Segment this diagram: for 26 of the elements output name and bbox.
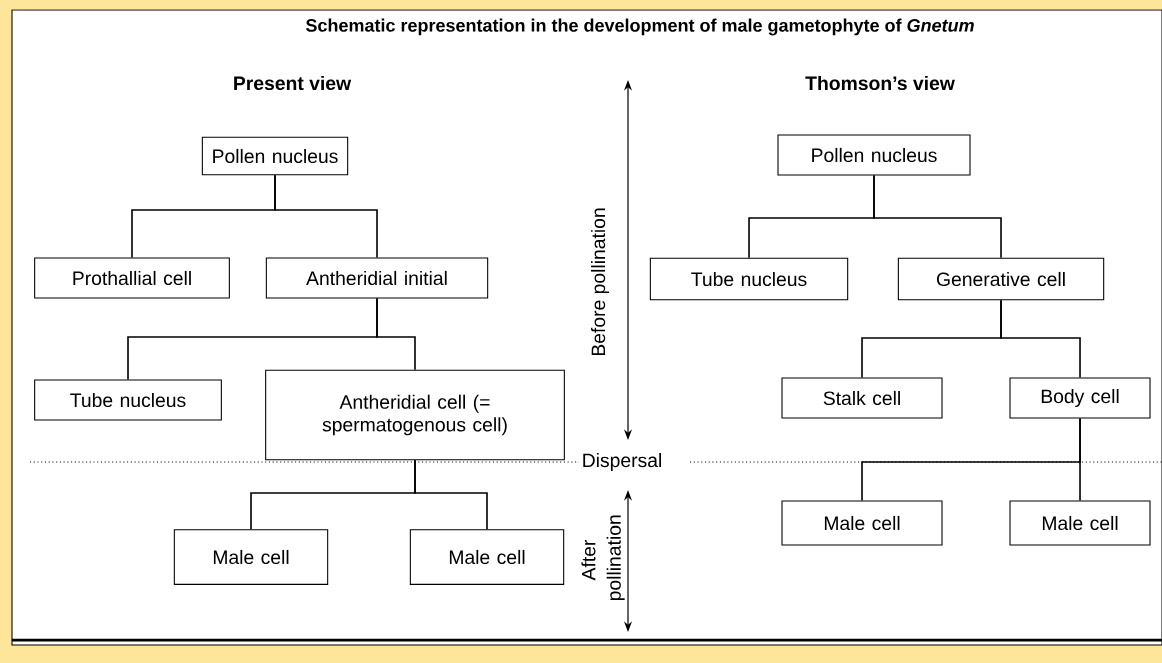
cell-box: Male cell: [173, 529, 329, 585]
stage-label: Dispersal: [579, 450, 665, 474]
cell-box: Pollen nucleus: [777, 134, 971, 176]
connector-line: [274, 174, 378, 259]
connector-line: [1079, 417, 1081, 502]
cell-box: Tube nucleus: [34, 379, 222, 421]
cell-box: Male cell: [1009, 500, 1151, 546]
column-heading: Present view: [234, 75, 352, 91]
cell-box: Male cell: [409, 529, 565, 585]
cell-box: Tube nucleus: [649, 257, 849, 301]
cell-box: Antheridial cell (= spermatogenous cell): [265, 369, 565, 461]
cell-box: Antheridial initial: [265, 257, 489, 299]
cell-box: Male cell: [781, 500, 943, 546]
cell-box: Pollen nucleus: [201, 136, 349, 176]
cell-box: Stalk cell: [781, 377, 943, 419]
column-heading: Thomson’s view: [805, 75, 955, 91]
cell-box: Prothallial cell: [34, 257, 230, 299]
cell-box: Body cell: [1009, 377, 1151, 419]
cell-box: Generative cell: [897, 257, 1105, 301]
title: Schematic representation in the development of male gametophyte of Gnetum: [305, 18, 974, 36]
stage-label: Before pollination: [591, 208, 609, 356]
connector-line: [873, 174, 1002, 259]
connector-line: [376, 297, 416, 371]
stage-label: After pollination: [581, 515, 625, 601]
connector-line: [1000, 299, 1081, 379]
connector-line: [414, 459, 488, 530]
